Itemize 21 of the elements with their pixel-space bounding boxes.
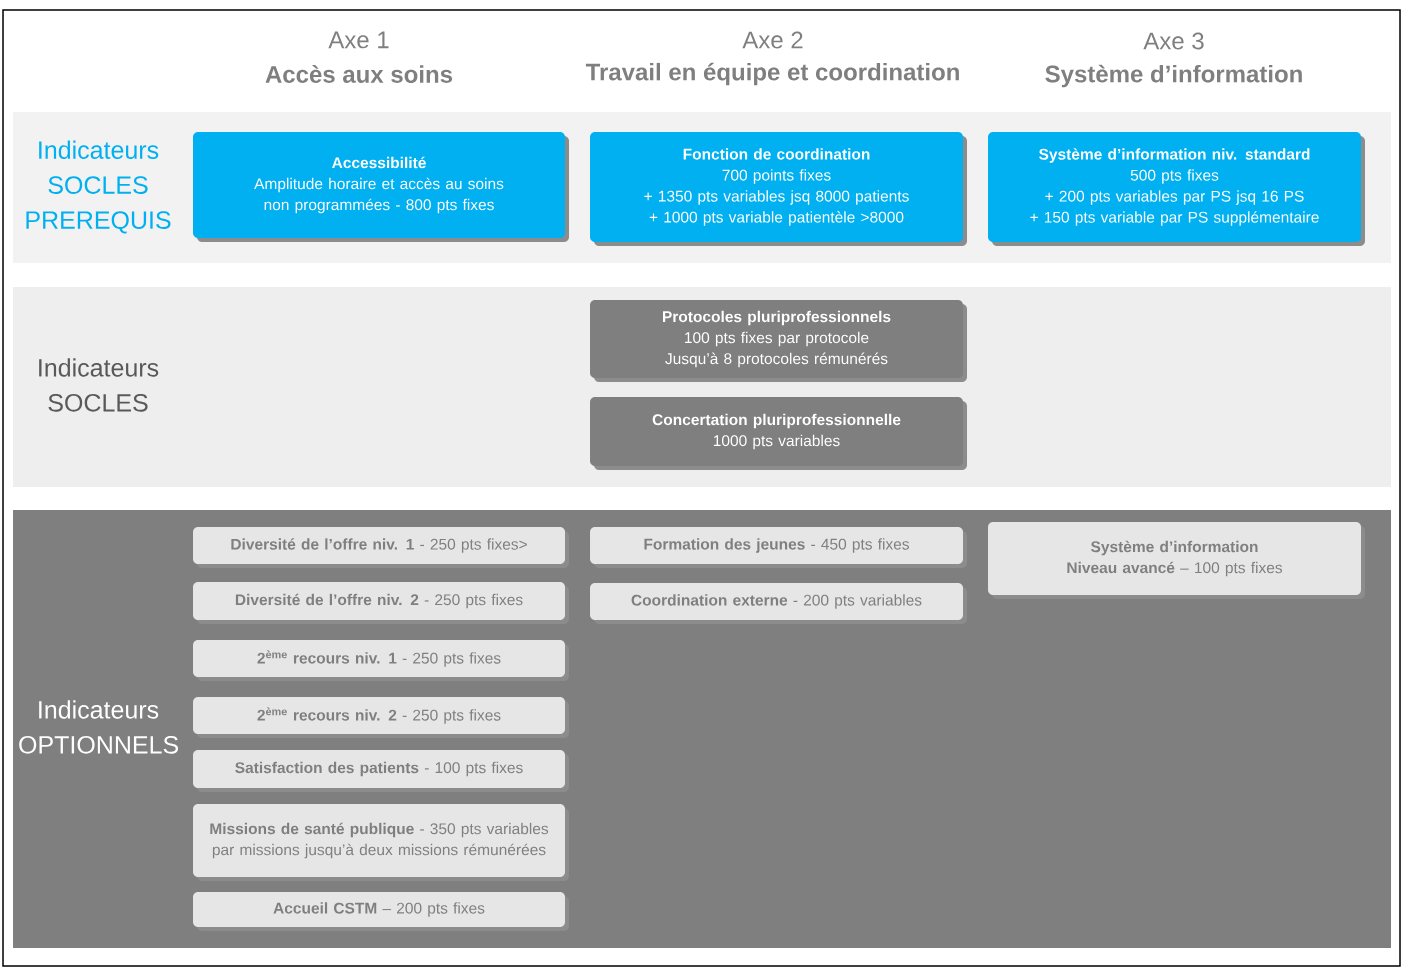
column-heading: Système d’information (1045, 64, 1302, 88)
column-heading: Axe 3 (1143, 32, 1204, 50)
indicator-box: 2$^{ème}$ recours niv. 2 - 250 pts fixes (193, 697, 569, 738)
indicator-box: 2$^{ème}$ recours niv. 1 - 250 pts fixes (193, 640, 569, 681)
indicator-box: Accessibilité Amplitude horaire et accès au soins non programmées - 800 pts fixes (193, 132, 569, 242)
column-heading: Accès aux soins (265, 65, 453, 83)
indicator-box: Système d’information Niveau avancé – 100 pts fixes (988, 522, 1365, 599)
column-heading: Axe 1 (328, 31, 389, 49)
indicator-box: Protocoles pluriprofessionnels 100 pts fixes par protocole Jusqu’à 8 protocoles rémunérés (590, 300, 967, 382)
column-heading: Travail en équipe et coordination (585, 62, 959, 86)
indicator-box: Missions de santé publique - 350 pts variables par missions jusqu’à deux missions rémunérées (193, 804, 569, 881)
indicator-box: Système d’information niv. standard 500 pts fixes + 200 pts variables par PS jsq 16 PS + 150 pts variable par PS supplémentaire (988, 132, 1365, 246)
indicator-box: Accueil CSTM – 200 pts fixes (193, 892, 569, 931)
indicator-box: Fonction de coordination 700 points fixes + 1350 pts variables jsq 8000 patients + 1000 pts variable patientèle >8000 (590, 132, 967, 246)
column-heading: Axe 2 (742, 31, 803, 49)
indicator-box: Diversité de l’offre niv. 1 - 250 pts fixes> (193, 527, 569, 568)
indicator-box: Diversité de l’offre niv. 2 - 250 pts fixes (193, 582, 569, 624)
indicator-box: Formation des jeunes - 450 pts fixes (590, 527, 967, 568)
indicator-box: Coordination externe - 200 pts variables (590, 583, 967, 624)
indicator-box: Satisfaction des patients - 100 pts fixes (193, 750, 569, 792)
indicator-box: Concertation pluriprofessionnelle 1000 pts variables (590, 397, 967, 470)
